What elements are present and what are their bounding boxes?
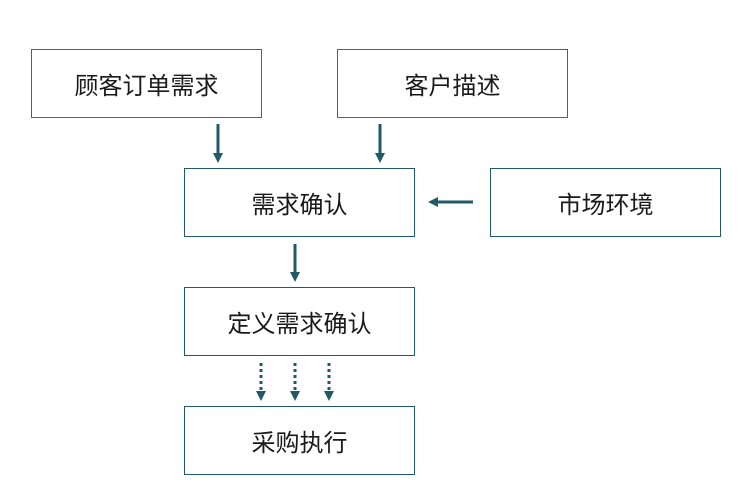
node-customer-order-label: 顾客订单需求 <box>74 72 219 100</box>
node-customer-description-label: 客户描述 <box>404 72 501 100</box>
node-customer-order: 顾客订单需求 <box>31 49 262 118</box>
node-requirement-confirmation: 需求确认 <box>184 168 415 237</box>
node-define-requirement-label: 定义需求确认 <box>227 310 372 338</box>
node-define-requirement: 定义需求确认 <box>184 287 415 356</box>
node-requirement-confirmation-label: 需求确认 <box>251 191 348 219</box>
node-market-environment: 市场环境 <box>490 168 721 237</box>
node-procurement-execution-label: 采购执行 <box>251 429 348 457</box>
node-procurement-execution: 采购执行 <box>184 406 415 475</box>
node-customer-description: 客户描述 <box>337 49 568 118</box>
node-market-environment-label: 市场环境 <box>557 191 654 219</box>
